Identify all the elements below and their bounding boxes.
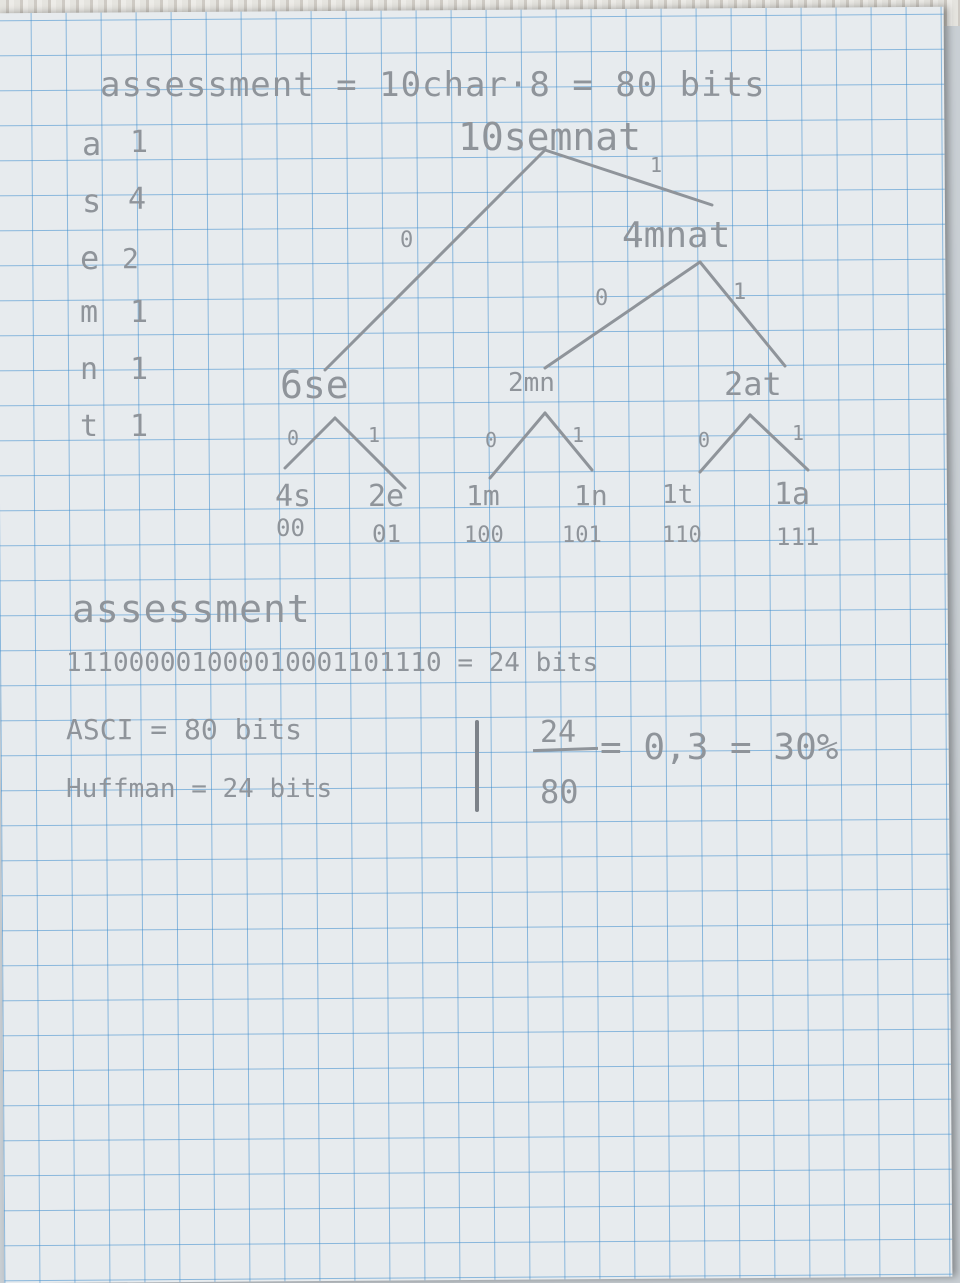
freq-count: 4	[128, 182, 147, 217]
tree-node-left: 6se	[280, 363, 349, 407]
edge-root-left	[323, 148, 547, 372]
leaf-label: 1n	[574, 479, 608, 512]
freq-count: 1	[130, 295, 149, 330]
leaf-code: 101	[562, 523, 602, 548]
freq-char: n	[80, 352, 99, 387]
edge-label: 0	[400, 228, 414, 253]
tree-node-mid: 2mn	[508, 368, 555, 398]
freq-count: 2	[122, 242, 139, 275]
edge-label: 0	[485, 428, 498, 452]
edge-m-right	[543, 411, 594, 472]
edge-label: 1	[733, 280, 747, 305]
divider-line	[475, 720, 479, 812]
freq-char: a	[82, 125, 102, 163]
edge-f-left	[698, 413, 752, 474]
edge-label: 0	[698, 428, 711, 452]
edge-label: 0	[287, 426, 300, 450]
leaf-label: 2e	[368, 479, 405, 514]
edge-m-left	[488, 411, 547, 480]
encoded-line: 111000001000010001101110 = 24 bits	[66, 648, 599, 678]
leaf-code: 01	[372, 520, 401, 548]
freq-char: s	[82, 182, 102, 220]
edge-label: 1	[650, 153, 663, 177]
freq-char: e	[80, 239, 100, 277]
tree-node-right: 4mnat	[622, 215, 731, 256]
leaf-code: 00	[276, 514, 305, 542]
edge-r-left	[543, 260, 702, 370]
leaf-label: 1m	[466, 479, 500, 512]
tree-root-node: 10semnat	[458, 115, 642, 159]
edge-label: 0	[595, 286, 609, 311]
freq-count: 1	[130, 409, 149, 444]
edge-label: 1	[368, 423, 381, 447]
ascii-line: ASCI = 80 bits	[66, 713, 303, 746]
ratio-result: = 0,3 = 30%	[600, 727, 839, 768]
freq-count: 1	[130, 125, 149, 160]
edge-root-right	[543, 148, 714, 207]
edge-l-right	[333, 416, 407, 490]
edge-r-right	[698, 260, 787, 368]
edge-label: 1	[792, 421, 805, 445]
leaf-code: 100	[464, 523, 504, 548]
tree-node-far: 2at	[724, 365, 782, 403]
freq-count: 1	[130, 352, 149, 387]
leaf-code: 110	[662, 523, 702, 548]
leaf-label: 1a	[774, 477, 811, 512]
leaf-label: 4s	[275, 479, 312, 514]
huffman-line: Huffman = 24 bits	[66, 774, 333, 804]
word-line: assessment	[72, 587, 311, 631]
ratio-numerator: 24	[540, 715, 577, 750]
leaf-label: 1t	[662, 480, 694, 510]
edge-f-right	[748, 413, 810, 472]
edge-label: 1	[572, 423, 585, 447]
ratio-denominator: 80	[540, 773, 579, 811]
edge-l-left	[283, 416, 337, 470]
freq-char: t	[80, 409, 99, 444]
leaf-code: 111	[776, 523, 820, 551]
freq-char: m	[80, 295, 99, 330]
page-title: assessment = 10char·8 = 80 bits	[100, 65, 766, 105]
